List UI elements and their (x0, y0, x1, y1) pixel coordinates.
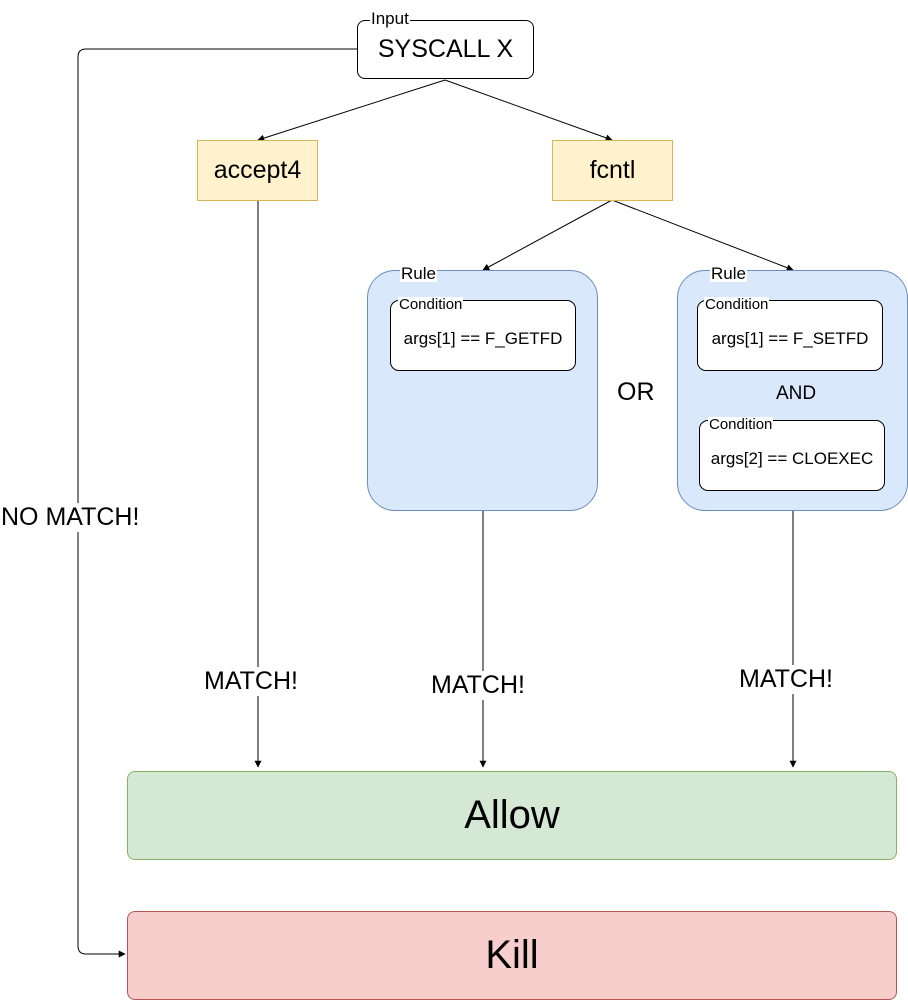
syscall-label-accept4: accept4 (213, 156, 302, 184)
syscall-node-accept4: accept4 (197, 140, 318, 201)
edge-label-match-rule-1: MATCH! (430, 671, 526, 700)
syscall-node-fcntl: fcntl (552, 140, 673, 201)
rule-2-and-joiner: AND (775, 382, 818, 405)
edge-input-to-fcntl (444, 79, 613, 142)
allow-action-label: Allow (464, 793, 560, 837)
rule-2-condition-1-expr: args[1] == F_SETFD (711, 328, 869, 348)
edge-label-no-match: NO MATCH! (0, 503, 141, 532)
rule-1-condition-1-tag: Condition (398, 296, 464, 313)
rule-2-condition-2-tag: Condition (708, 416, 774, 433)
rule-2-condition-2-expr: args[2] == CLOEXEC (710, 448, 874, 468)
edge-fcntl-to-rule-2 (611, 199, 794, 271)
syscall-label-fcntl: fcntl (589, 156, 636, 184)
input-tag: Input (370, 9, 410, 28)
input-syscall-label: SYSCALL X (377, 35, 514, 63)
rule-2-condition-1-tag: Condition (704, 296, 770, 313)
kill-action-label: Kill (485, 933, 539, 977)
edge-label-match-accept4: MATCH! (203, 667, 299, 696)
rule-2-tag: Rule (710, 264, 747, 283)
rule-1-tag: Rule (400, 264, 437, 283)
edge-fcntl-to-rule-1 (482, 199, 613, 271)
kill-action-node: Kill (127, 911, 897, 1000)
allow-action-node: Allow (127, 771, 897, 860)
rules-or-joiner: OR (617, 378, 655, 406)
rule-1-condition-1-expr: args[1] == F_GETFD (403, 328, 563, 348)
input-syscall-node: SYSCALL X (357, 20, 534, 79)
edge-input-to-kill (77, 48, 357, 958)
edge-input-to-accept4 (257, 79, 446, 142)
edge-label-match-rule-2: MATCH! (738, 665, 834, 694)
